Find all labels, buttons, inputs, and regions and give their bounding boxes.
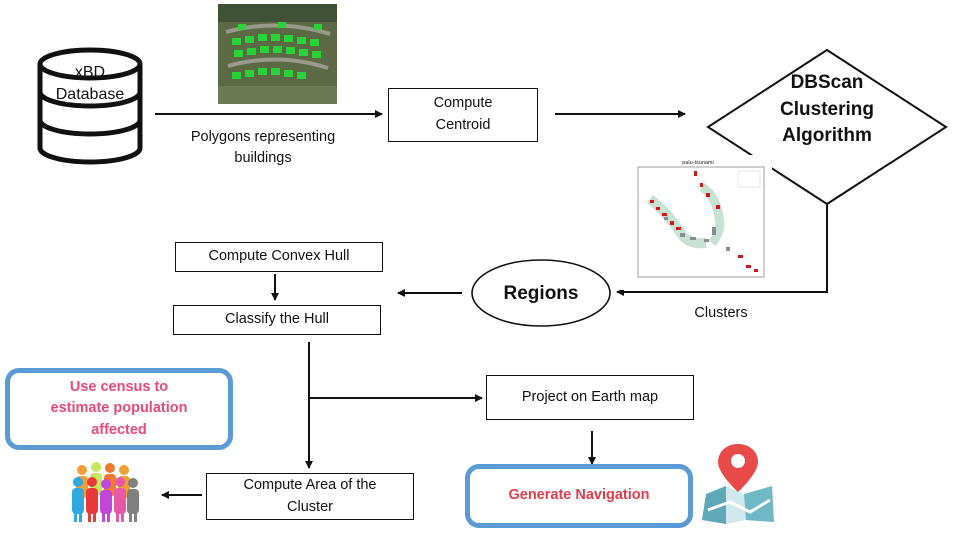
dbscan-label: DBScan Clustering Algorithm bbox=[780, 72, 874, 147]
compute-area-box: Compute Area of the Cluster bbox=[206, 473, 414, 520]
regions-label: Regions bbox=[503, 283, 579, 304]
satellite-image bbox=[218, 4, 337, 104]
scatter-plot-thumbnail: palu-tsunami bbox=[620, 155, 772, 290]
map-pin-icon bbox=[702, 444, 774, 524]
classify-hull-box: Classify the Hull bbox=[173, 305, 381, 335]
census-box: Use census to estimate population affect… bbox=[5, 368, 233, 450]
regions-ellipse bbox=[471, 259, 611, 327]
compute-centroid-box: Compute Centroid bbox=[388, 88, 538, 142]
project-earth-map-box: Project on Earth map bbox=[486, 375, 694, 420]
clusters-label: Clusters bbox=[694, 305, 748, 321]
polygons-label: Polygons representing buildings bbox=[190, 129, 336, 167]
chart-title: palu-tsunami bbox=[682, 160, 714, 166]
compute-convex-hull-box: Compute Convex Hull bbox=[175, 242, 383, 272]
generate-navigation-box: Generate Navigation bbox=[465, 464, 693, 528]
database-label: xBD Database bbox=[55, 64, 125, 103]
arrow-dbscan-to-regions bbox=[616, 205, 828, 296]
database-icon bbox=[37, 47, 143, 165]
people-group-icon bbox=[72, 462, 139, 522]
